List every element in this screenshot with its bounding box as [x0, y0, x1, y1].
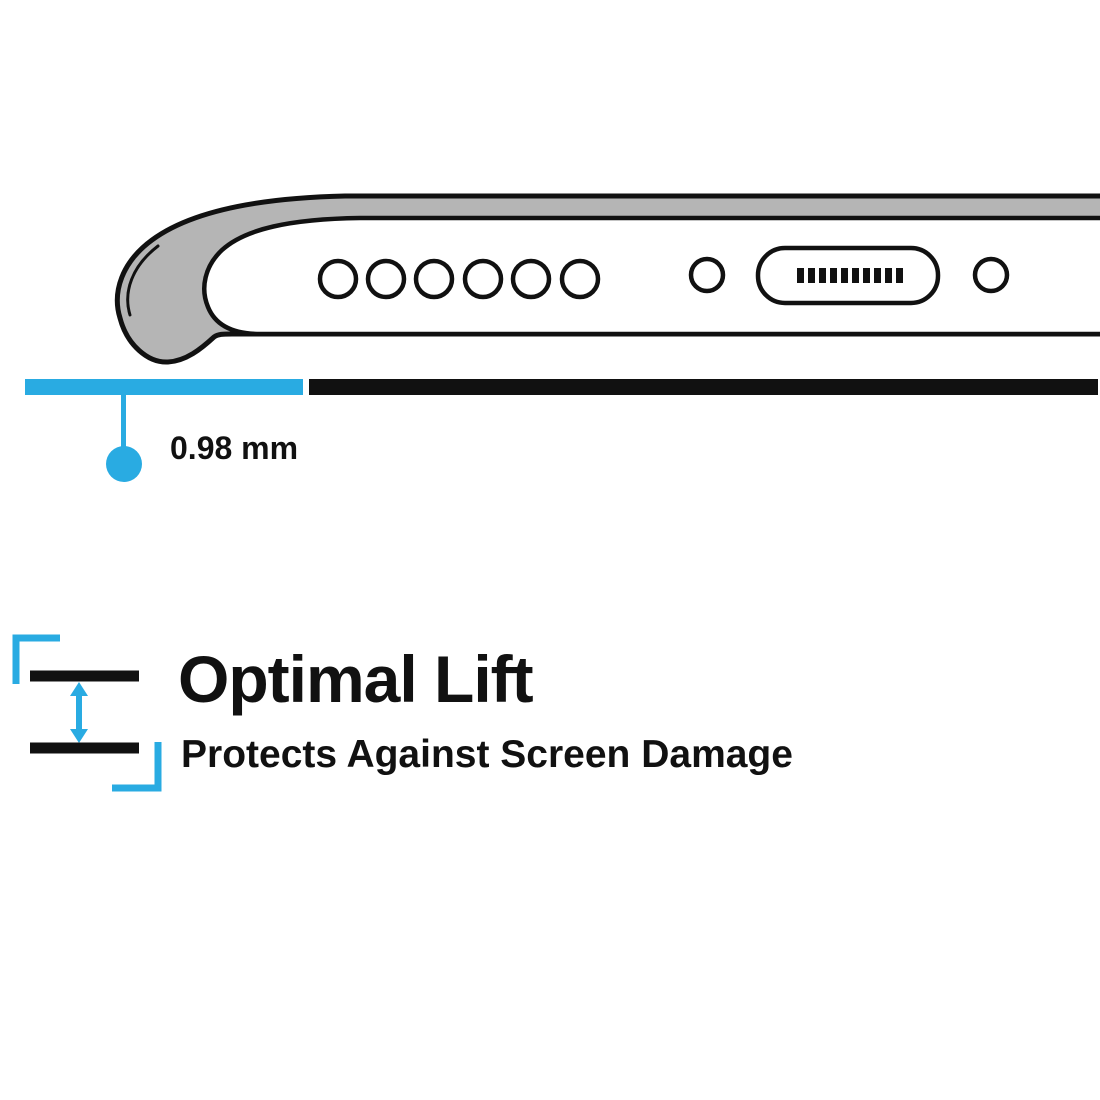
- bracket-bottom-right-icon: [112, 742, 162, 792]
- measurement-line: [121, 395, 126, 449]
- surface-bar-highlight: [25, 379, 303, 395]
- feature-subtitle: Protects Against Screen Damage: [181, 733, 793, 776]
- lift-icon: [12, 634, 162, 792]
- measurement-value: 0.98 mm: [170, 430, 299, 466]
- case-inner-line: [126, 244, 160, 317]
- feature-title: Optimal Lift: [178, 642, 534, 716]
- measurement-dot: [106, 446, 142, 482]
- phone-case-illustration: [114, 193, 1100, 365]
- charging-port-icon: [755, 245, 941, 306]
- bracket-top-left-icon: [12, 634, 60, 684]
- speaker-holes-icon: [317, 258, 601, 300]
- screw-hole-right-icon: [972, 256, 1010, 294]
- lift-arrow-icon: [70, 682, 88, 743]
- screw-hole-left-icon: [688, 256, 726, 294]
- surface-bar: [309, 379, 1098, 395]
